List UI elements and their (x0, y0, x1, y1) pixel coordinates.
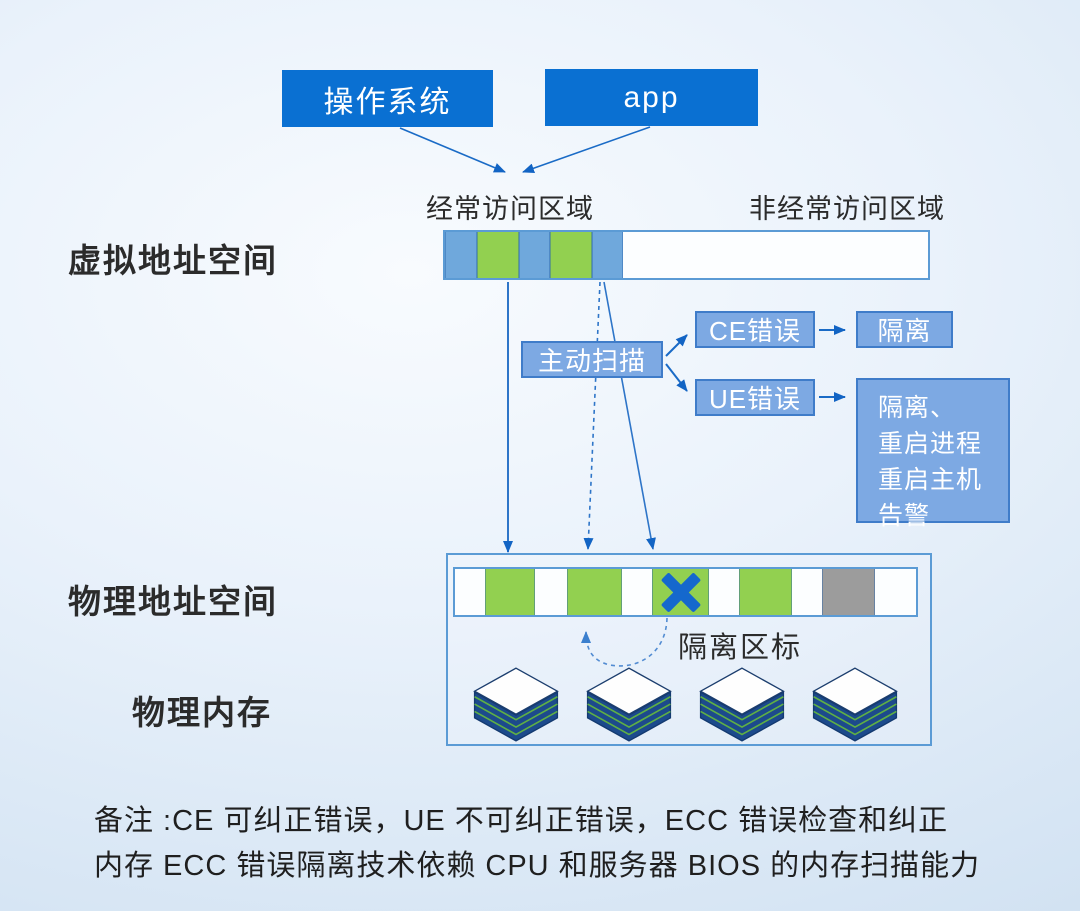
arrow-scan-to-ue (665, 363, 688, 392)
active-scan-box: 主动扫描 (521, 341, 663, 378)
memory-segment (519, 232, 550, 278)
physical-memory-label: 物理内存 (132, 694, 272, 731)
arrow-scan-to-ce (665, 334, 688, 357)
memory-segment (550, 232, 592, 278)
app-box: app (545, 69, 758, 126)
ce-error-label: CE错误 (708, 316, 802, 346)
arrow-map-remap-dashed (583, 281, 601, 550)
memory-segment (822, 569, 875, 615)
memory-segment (567, 569, 622, 615)
memory-chip-icon (583, 662, 675, 748)
ue-error-box: UE错误 (695, 379, 815, 416)
isolated-zone-label: 隔离区标 (678, 632, 803, 664)
physical-space-label: 物理地址空间 (68, 583, 278, 620)
note-line-1: 备注 :CE 可纠正错误，UE 不可纠正错误，ECC 错误检查和纠正 (94, 805, 949, 837)
note-line-2: 内存 ECC 错误隔离技术依赖 CPU 和服务器 BIOS 的内存扫描能力 (94, 850, 981, 882)
memory-segment (445, 232, 477, 278)
ue-actions-box: 隔离、 重启进程 重启主机 告警 (856, 378, 1010, 530)
active-scan-label: 主动扫描 (537, 346, 646, 376)
ce-error-box: CE错误 (695, 311, 815, 348)
error-x-icon (658, 569, 704, 615)
memory-segment (477, 232, 519, 278)
ce-isolate-label: 隔离 (877, 316, 932, 346)
os-box: 操作系统 (282, 70, 493, 127)
memory-chip-icon (696, 662, 788, 748)
virtual-space-label: 虚拟地址空间 (68, 242, 278, 279)
memory-segment (485, 569, 535, 615)
memory-chip-icon (470, 662, 562, 748)
memory-segment-faulty (652, 569, 709, 615)
cold-region-label: 非经常访问区域 (749, 194, 945, 224)
memory-segment (739, 569, 792, 615)
app-box-label: app (623, 80, 680, 114)
memory-chip-icon (809, 662, 901, 748)
ue-error-label: UE错误 (708, 384, 802, 414)
virtual-address-bar (443, 230, 930, 280)
arrow-app-to-hot-region (522, 126, 651, 174)
physical-address-bar (453, 567, 918, 617)
memory-chips-row (470, 662, 901, 748)
ce-isolate-box: 隔离 (856, 311, 953, 348)
arrow-map-faulty-page (603, 281, 656, 550)
hot-region-label: 经常访问区域 (426, 194, 594, 224)
os-box-label: 操作系统 (323, 85, 452, 119)
memory-segment (592, 232, 623, 278)
arrow-os-to-hot-region (399, 127, 506, 173)
